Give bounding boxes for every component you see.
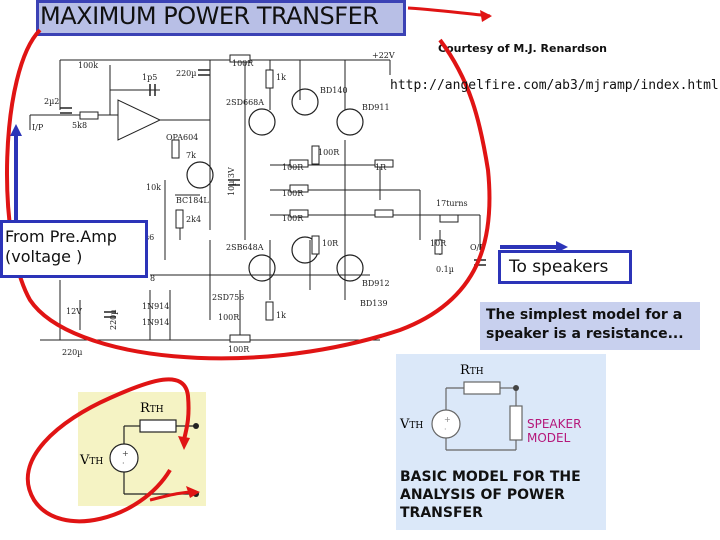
schematic-wires	[29, 59, 481, 341]
thevenin-left-circuit: + · RTH VTH	[79, 401, 199, 497]
svg-text:·: ·	[444, 425, 447, 434]
label-100k: 100k	[78, 61, 98, 70]
schematic-text: 100k 1p5 220µ 100R +22V 1k BD140 BD911 2…	[32, 51, 485, 357]
speaker-label-line1: SPEAKER	[527, 417, 582, 431]
label-1n914b: 1N914	[142, 318, 169, 327]
rth-left-label: RTH	[140, 401, 164, 416]
label-5k8: 5k8	[72, 121, 87, 130]
from-preamp-callout: From Pre.Amp (voltage )	[0, 220, 148, 278]
schematic-resistors	[59, 54, 459, 343]
label-100r-low: 100R	[228, 345, 250, 354]
label-1n914a: 1N914	[142, 302, 169, 311]
label-220u-b: 220µ	[109, 310, 118, 330]
schematic-transistors	[186, 88, 364, 282]
schematic-capacitors	[60, 69, 486, 318]
label-100r-a: 100R	[282, 163, 304, 172]
red-annotation-loop	[5, 28, 492, 361]
page-title: MAXIMUM POWER TRANSFER	[40, 2, 379, 30]
label-2k4: 2k4	[186, 215, 201, 224]
from-preamp-line2: (voltage )	[5, 247, 83, 266]
svg-text:+: +	[122, 449, 129, 458]
label-bc184: BC184L	[176, 196, 209, 205]
label-100r-c: 100R	[282, 214, 304, 223]
label-1k-top: 1k	[276, 73, 286, 82]
label-220u: 220µ	[176, 69, 196, 78]
label-bd139: BD139	[360, 299, 388, 308]
label-1r: 1R	[375, 163, 387, 172]
label-10u: 10µ 3V	[227, 167, 236, 196]
label-bd140: BD140	[320, 86, 348, 95]
speaker-label-line2: MODEL	[527, 431, 571, 445]
label-2u2: 2µ2	[44, 97, 59, 106]
thevenin-left-panel	[78, 392, 206, 506]
label-s6: s6	[145, 233, 154, 242]
label-vplus: +22V	[372, 51, 395, 60]
label-opa604: OPA604	[166, 133, 198, 142]
blue-arrowhead-up	[10, 124, 22, 136]
caption-line1: BASIC MODEL FOR THE	[400, 469, 581, 485]
label-10k: 10k	[146, 183, 161, 192]
label-12v: 12V	[66, 307, 82, 316]
label-bd911: BD911	[362, 103, 390, 112]
label-2sd668a: 2SD668A	[226, 98, 264, 107]
basic-model-caption: BASIC MODEL FOR THE ANALYSIS OF POWER TR…	[400, 468, 600, 522]
label-100r-b: 100R	[282, 189, 304, 198]
title-box	[36, 0, 406, 36]
svg-text:+: +	[444, 415, 451, 424]
thevenin-right-panel	[396, 354, 606, 530]
label-0u1: 0.1µ	[436, 265, 454, 274]
label-ip: I/P	[32, 123, 44, 132]
label-1k-bot: 1k	[276, 311, 286, 320]
caption-line2: ANALYSIS OF POWER	[400, 487, 565, 503]
label-10r-right: 10R	[430, 239, 447, 248]
from-preamp-line1: From Pre.Amp	[5, 227, 117, 246]
speaker-note: The simplest model for a speaker is a re…	[480, 302, 700, 350]
vth-left-label: VTH	[79, 453, 103, 468]
speaker-model-label: SPEAKER MODEL	[527, 417, 581, 445]
label-100r-bot: 100R	[218, 313, 240, 322]
label-op: O/P	[470, 243, 485, 252]
caption-line3: TRANSFER	[400, 505, 483, 521]
to-speakers-callout: To speakers	[498, 250, 632, 284]
label-220u-c: 220µ	[62, 348, 82, 357]
label-100r-mid: 100R	[318, 148, 340, 157]
label-bd912: BD912	[362, 279, 390, 288]
rth-right-label: RTH	[460, 363, 484, 378]
thevenin-right-circuit: + · RTH VTH	[399, 363, 523, 451]
label-1p5: 1p5	[142, 73, 157, 82]
red-arrowhead-title	[480, 10, 492, 22]
label-100r-top: 100R	[232, 59, 254, 68]
label-r8: 8	[150, 274, 155, 283]
label-2sb648a: 2SB648A	[226, 243, 264, 252]
label-10r-mid: 10R	[322, 239, 339, 248]
label-2sd756: 2SD756	[212, 293, 244, 302]
vth-right-label: VTH	[399, 417, 423, 432]
source-url[interactable]: http://angelfire.com/ab3/mjramp/index.ht…	[390, 78, 719, 93]
label-7k: 7k	[186, 151, 196, 160]
svg-text:·: ·	[122, 459, 125, 468]
label-17turns: 17turns	[436, 199, 468, 208]
courtesy-credit: Courtesy of M.J. Renardson	[438, 42, 607, 55]
